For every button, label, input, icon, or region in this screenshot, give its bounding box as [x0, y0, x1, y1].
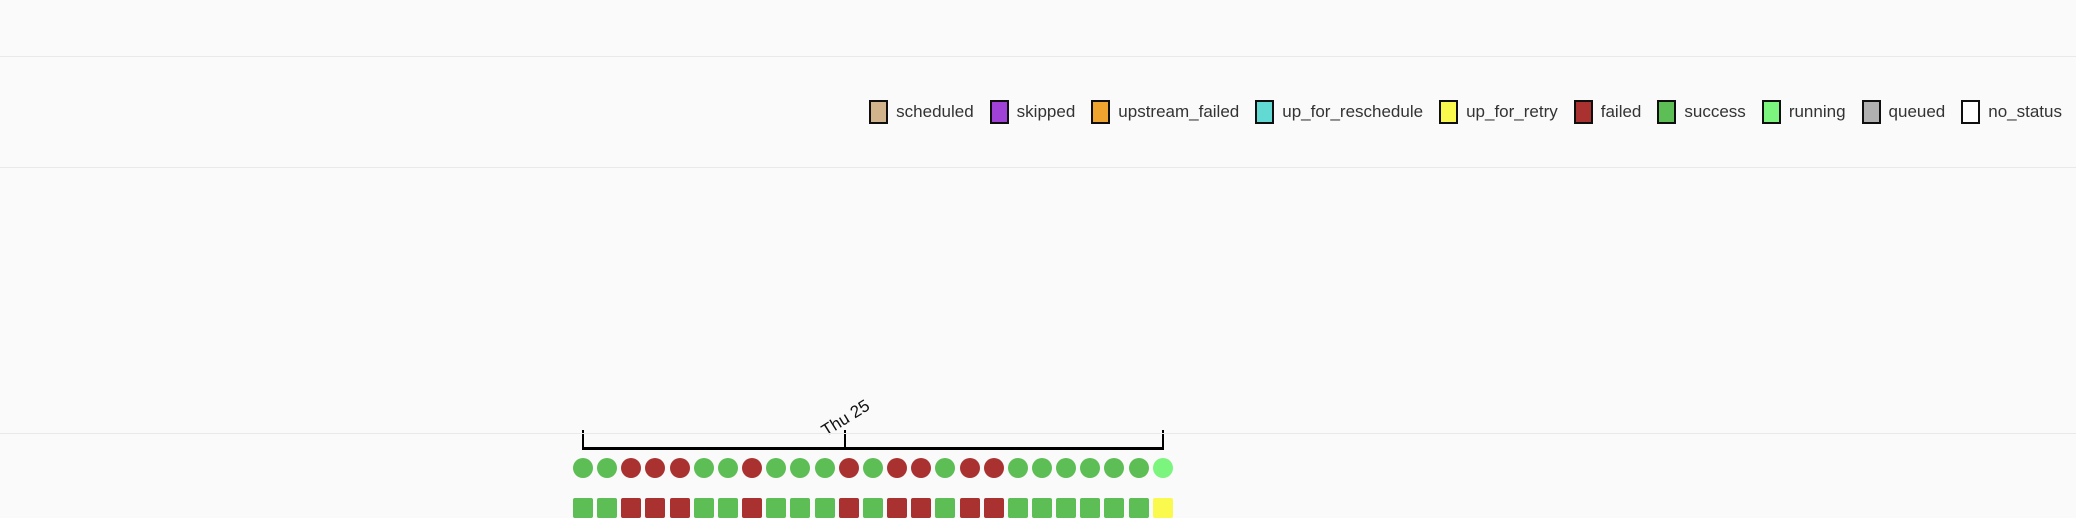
- dag-run-status-circle[interactable]: [717, 458, 738, 478]
- dag-run-status-circle[interactable]: [814, 458, 835, 478]
- legend-status-label: queued: [1888, 102, 1946, 121]
- dag-run-status-circle[interactable]: [693, 458, 714, 478]
- legend-status-label: up_for_retry: [1466, 102, 1558, 121]
- dag-run-status-circle[interactable]: [597, 458, 618, 478]
- legend-item: scheduled: [869, 100, 974, 124]
- task-instance-status-square[interactable]: [959, 498, 980, 518]
- task-instance-status-square[interactable]: [766, 498, 787, 518]
- legend-status-swatch: [989, 100, 1009, 124]
- dag-run-status-circle[interactable]: [573, 458, 593, 478]
- task-instance-status-square[interactable]: [862, 498, 883, 518]
- task-instance-status-square[interactable]: [1128, 498, 1149, 518]
- legend-status-label: scheduled: [896, 102, 974, 121]
- task-instance-status-square[interactable]: [911, 498, 932, 518]
- legend-item: up_for_reschedule: [1255, 100, 1423, 124]
- task-instance-status-square[interactable]: [1152, 498, 1173, 518]
- task-instance-status-square[interactable]: [838, 498, 859, 518]
- legend-status-swatch: [1091, 100, 1111, 124]
- dag-run-status-circle[interactable]: [838, 458, 859, 478]
- dag-run-status-circle[interactable]: [862, 458, 883, 478]
- legend-item: skipped: [989, 100, 1076, 124]
- dag-run-status-circle[interactable]: [1128, 458, 1149, 478]
- task-instance-status-square[interactable]: [693, 498, 714, 518]
- dag-run-status-circle[interactable]: [766, 458, 787, 478]
- legend-item: up_for_retry: [1439, 100, 1558, 124]
- task-instance-status-square[interactable]: [1007, 498, 1028, 518]
- task-instance-status-square[interactable]: [717, 498, 738, 518]
- dag-run-status-circle[interactable]: [1152, 458, 1173, 478]
- legend-item: queued: [1861, 100, 1946, 124]
- legend-status-swatch: [1255, 100, 1275, 124]
- legend-item: success: [1657, 100, 1746, 124]
- legend-status-swatch: [1657, 100, 1677, 124]
- legend-status-label: running: [1788, 102, 1846, 121]
- dag-run-status-circle[interactable]: [1031, 458, 1052, 478]
- task-instance-status-square[interactable]: [1056, 498, 1077, 518]
- legend-item: no_status: [1961, 100, 2062, 124]
- dag-run-status-circle[interactable]: [1080, 458, 1101, 478]
- bottom-divider: [0, 433, 2076, 434]
- legend-status-swatch: [1961, 100, 1981, 124]
- top-spacer-band: [0, 0, 2076, 57]
- legend-status-swatch: [1861, 100, 1881, 124]
- task-instance-status-row: [573, 498, 1173, 518]
- legend-status-swatch: [1573, 100, 1593, 124]
- task-instance-status-square[interactable]: [573, 498, 593, 518]
- dag-run-status-circle[interactable]: [1007, 458, 1028, 478]
- task-instance-status-square[interactable]: [983, 498, 1004, 518]
- task-instance-status-square[interactable]: [790, 498, 811, 518]
- task-instance-status-square[interactable]: [1080, 498, 1101, 518]
- legend-status-label: failed: [1600, 102, 1642, 121]
- dag-run-status-circle[interactable]: [645, 458, 666, 478]
- dag-run-status-circle[interactable]: [790, 458, 811, 478]
- legend-status-swatch: [869, 100, 889, 124]
- dag-run-status-circle[interactable]: [959, 458, 980, 478]
- tree-chart-area: Thu 25: [0, 168, 2076, 518]
- task-instance-status-square[interactable]: [669, 498, 690, 518]
- dag-run-status-row: [573, 458, 1173, 478]
- legend-status-swatch: [1761, 100, 1781, 124]
- dag-run-status-circle[interactable]: [742, 458, 763, 478]
- dag-run-status-circle[interactable]: [911, 458, 932, 478]
- dag-run-status-circle[interactable]: [1104, 458, 1125, 478]
- dag-run-status-circle[interactable]: [669, 458, 690, 478]
- dag-run-status-circle[interactable]: [887, 458, 908, 478]
- legend-status-label: up_for_reschedule: [1282, 102, 1424, 121]
- legend-status-label: no_status: [1988, 102, 2062, 121]
- task-instance-status-square[interactable]: [935, 498, 956, 518]
- task-instance-status-square[interactable]: [742, 498, 763, 518]
- task-instance-status-square[interactable]: [597, 498, 618, 518]
- dag-run-status-circle[interactable]: [983, 458, 1004, 478]
- task-instance-status-square[interactable]: [887, 498, 908, 518]
- status-legend: scheduled skipped upstream_failed up_for…: [0, 57, 2076, 168]
- task-instance-status-square[interactable]: [621, 498, 642, 518]
- dag-run-status-circle[interactable]: [935, 458, 956, 478]
- legend-status-swatch: [1439, 100, 1459, 124]
- task-instance-status-square[interactable]: [1031, 498, 1052, 518]
- dag-run-status-circle[interactable]: [621, 458, 642, 478]
- legend-item: running: [1761, 100, 1846, 124]
- legend-item: failed: [1573, 100, 1642, 124]
- task-instance-status-square[interactable]: [814, 498, 835, 518]
- dag-run-status-circle[interactable]: [1056, 458, 1077, 478]
- task-instance-status-square[interactable]: [645, 498, 666, 518]
- legend-status-label: success: [1684, 102, 1746, 121]
- legend-item: upstream_failed: [1091, 100, 1239, 124]
- legend-status-label: upstream_failed: [1118, 102, 1240, 121]
- legend-status-label: skipped: [1016, 102, 1076, 121]
- task-instance-status-square[interactable]: [1104, 498, 1125, 518]
